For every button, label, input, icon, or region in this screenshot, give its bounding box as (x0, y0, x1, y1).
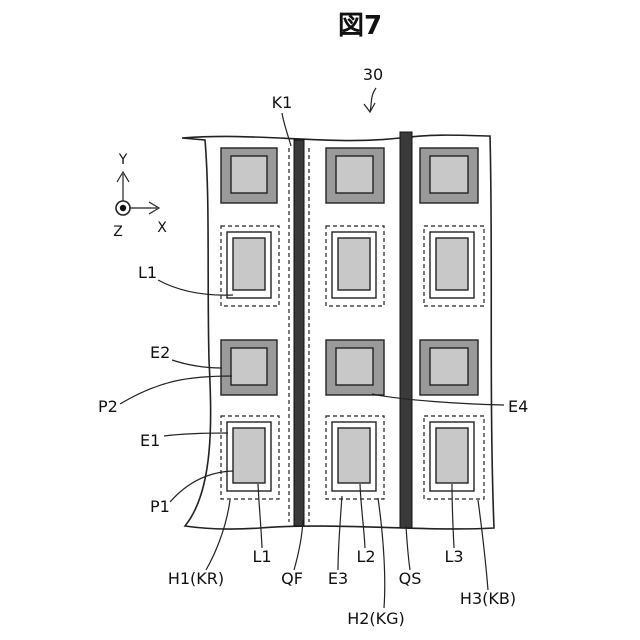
figure-title: 図7 (338, 11, 382, 41)
cell-row-2 (221, 226, 484, 306)
reference-number: 30 (363, 65, 383, 84)
label-qs: QS (399, 569, 422, 588)
axis-indicator (116, 172, 159, 215)
label-p2: P2 (98, 397, 118, 416)
label-h3: H3(KB) (460, 589, 516, 608)
reference-arrow (370, 88, 376, 112)
axis-x-label: X (157, 220, 167, 236)
pad-row-3 (221, 340, 478, 395)
label-l2: L2 (356, 547, 375, 566)
label-h2: H2(KG) (347, 609, 405, 628)
label-h1: H1(KR) (168, 569, 224, 588)
label-e3: E3 (328, 569, 348, 588)
leader-qf (294, 520, 303, 570)
axis-z-label: Z (113, 224, 123, 240)
label-qf: QF (281, 569, 303, 588)
label-l3: L3 (444, 547, 463, 566)
label-e4: E4 (508, 397, 528, 416)
reference-arrow-head (364, 103, 375, 112)
cell-row-4 (221, 416, 484, 499)
label-k1: K1 (272, 93, 293, 112)
leader-qs (406, 526, 410, 570)
label-e1: E1 (140, 431, 160, 450)
pad-row-1 (221, 148, 478, 203)
label-p1: P1 (150, 497, 170, 516)
partition-qs (400, 132, 412, 528)
label-l1-upper: L1 (138, 263, 157, 282)
label-e2: E2 (150, 343, 170, 362)
label-l1-lower: L1 (252, 547, 271, 566)
axis-y-label: Y (118, 152, 128, 168)
partition-qf (294, 140, 304, 526)
